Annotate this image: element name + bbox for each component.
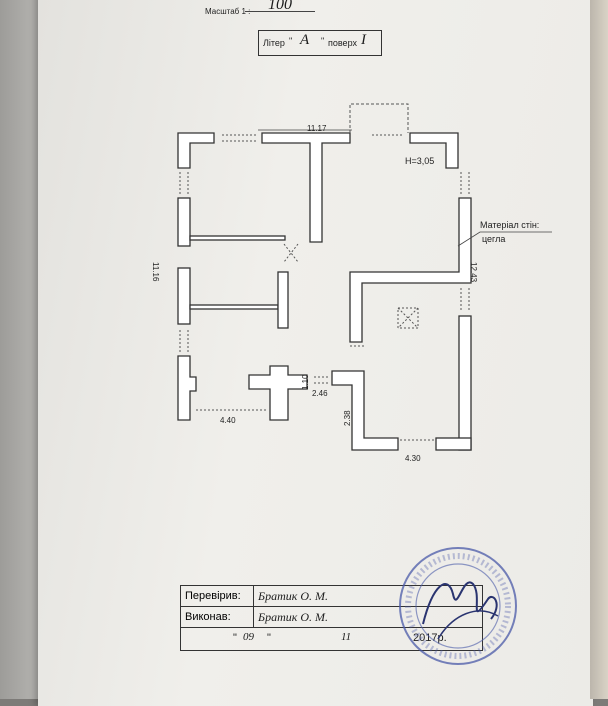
date-month: 11: [341, 631, 352, 643]
scale-underline: [245, 11, 315, 12]
dim-1-10: 1.10: [301, 374, 310, 390]
stair-mark: [283, 243, 299, 263]
liter-quote-close: ": [321, 36, 325, 46]
wall-bottom-right-end: [435, 437, 472, 451]
wall-left-bottom: [177, 355, 197, 421]
date-year: 2017р.: [413, 632, 447, 644]
wall-top-right: [409, 132, 459, 169]
dim-2-38: 2.38: [343, 410, 352, 426]
left-dimension: 11.16: [151, 262, 160, 282]
done-label: Виконав:: [180, 606, 254, 628]
signature-scribble: [422, 581, 498, 625]
signature-table: Перевірив: Братик О. М. Виконав: Братик …: [180, 585, 483, 651]
wall-left-1: [177, 197, 191, 247]
chimney-diag-1: [397, 307, 419, 329]
chimney-mark: [397, 307, 419, 329]
wall-top-center: [261, 132, 351, 243]
wall-right-lower: [458, 315, 472, 451]
height-note: H=3,05: [405, 156, 435, 166]
liter-value: А: [300, 32, 310, 48]
wall-top-recess: [349, 103, 409, 133]
material-leader: [457, 231, 552, 247]
right-dimension: 12.43: [469, 262, 478, 283]
checked-name: Братик О. М.: [253, 585, 483, 607]
wall-material-label: Матеріал стін:: [480, 220, 540, 230]
floor-label: поверх: [328, 38, 357, 48]
day-quote-open: ": [233, 632, 237, 644]
chimney-diag-2: [397, 307, 419, 329]
liter-box: [258, 30, 382, 56]
scale-value: 100: [268, 0, 292, 13]
checked-label: Перевірив:: [180, 585, 254, 607]
dim-4-30: 4.30: [405, 454, 421, 463]
dim-4-40: 4.40: [220, 416, 236, 425]
floor-value: I: [361, 32, 366, 48]
scale-label: Масштаб 1 :: [205, 7, 251, 16]
partition-2: [189, 304, 279, 310]
liter-label: Літер: [263, 38, 285, 48]
wall-left-2: [177, 267, 191, 325]
day-quote-close: ": [267, 632, 271, 644]
date-day: 09: [243, 631, 254, 643]
wall-top-left: [177, 132, 215, 169]
wall-right-upper: [349, 197, 472, 343]
wall-material-value: цегла: [482, 234, 506, 244]
wall-bottom-right: [331, 370, 399, 451]
official-stamp: [399, 547, 517, 665]
wall-bottom-pillar: [248, 365, 308, 421]
dim-2-46: 2.46: [312, 389, 328, 398]
wall-interior-stub: [277, 271, 289, 329]
top-dimension: 11.17: [307, 124, 327, 133]
stair-mark-b: [283, 243, 299, 263]
liter-quote-open: ": [289, 36, 293, 46]
partition-1: [189, 235, 286, 241]
page-edge-right: [590, 0, 608, 699]
